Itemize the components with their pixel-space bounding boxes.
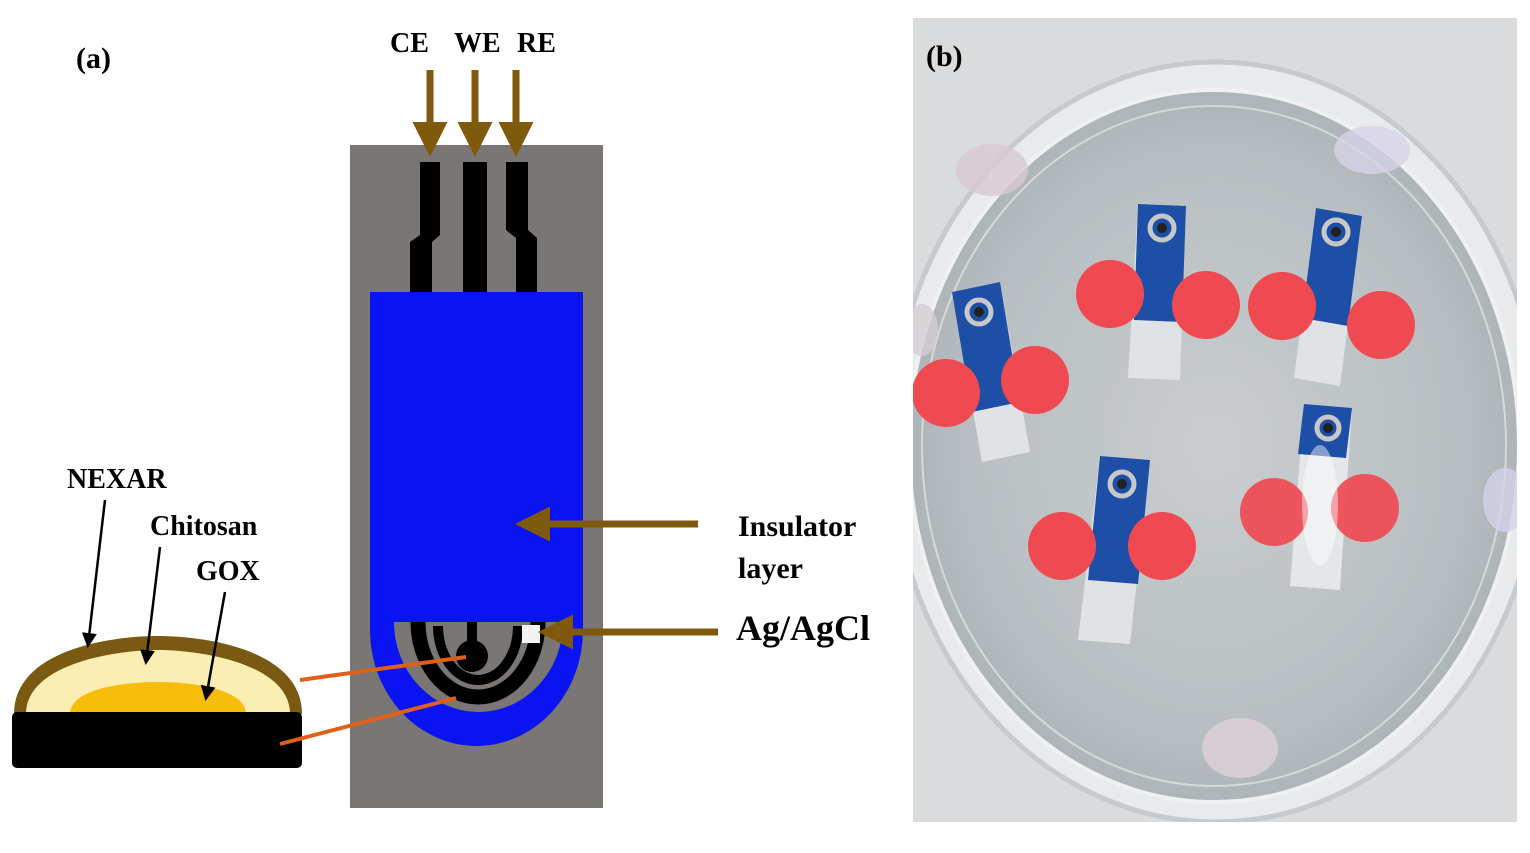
counter-electrode xyxy=(410,621,546,705)
electrode-base xyxy=(12,712,302,768)
tape-tab xyxy=(913,304,938,356)
red-disc xyxy=(1001,346,1069,414)
nexar-label: NEXAR xyxy=(67,464,167,495)
we-trace xyxy=(463,162,487,295)
chitosan-pointer xyxy=(140,546,162,665)
gox-pointer xyxy=(200,591,227,701)
red-disc xyxy=(1347,291,1415,359)
photo-label-bg xyxy=(920,36,980,76)
terminal-re-label: RE xyxy=(517,28,556,59)
panel-a-label: (a) xyxy=(76,42,111,75)
tape-tab xyxy=(1202,718,1278,778)
glare xyxy=(1302,445,1338,565)
panel-b-label: (b) xyxy=(926,40,963,73)
working-electrode xyxy=(456,640,488,672)
insulator-label-line1: Insulator xyxy=(738,510,856,543)
leader-top xyxy=(299,655,467,682)
red-disc xyxy=(1128,512,1196,580)
ag-agcl-pad xyxy=(522,625,540,643)
sensor-strip xyxy=(1294,208,1362,386)
panel-a: (a) CE WE RE Insulator layer xyxy=(12,28,870,808)
chitosan-label: Chitosan xyxy=(150,511,258,542)
panel-b: (b) xyxy=(913,18,1517,822)
petri-dish-inner-ring xyxy=(921,105,1507,787)
we-stem xyxy=(467,622,477,652)
tape-tab xyxy=(1334,126,1410,174)
red-disc xyxy=(913,359,980,427)
nexar-pointer xyxy=(81,499,107,648)
leader-bottom xyxy=(279,696,457,746)
terminal-we-label: WE xyxy=(454,28,501,59)
ag-agcl-label: Ag/AgCl xyxy=(736,608,870,648)
tape-tab xyxy=(956,144,1028,196)
red-disc xyxy=(1240,478,1308,546)
sensor-strip xyxy=(1290,404,1352,590)
tape-tab xyxy=(1483,468,1517,532)
red-disc xyxy=(1172,271,1240,339)
gox-label: GOX xyxy=(196,556,260,587)
red-disc xyxy=(1028,512,1096,580)
petri-dish-base xyxy=(913,88,1517,804)
insulator-label-line2: layer xyxy=(738,552,803,585)
ce-trace xyxy=(410,162,440,295)
red-disc xyxy=(1331,474,1399,542)
sensor-strip xyxy=(1128,204,1186,380)
reference-electrode-arc xyxy=(433,625,523,685)
photo-content xyxy=(913,59,1517,822)
re-trace xyxy=(506,162,537,295)
terminal-ce-label: CE xyxy=(390,28,429,59)
red-disc xyxy=(1248,272,1316,340)
red-disc xyxy=(1076,260,1144,328)
